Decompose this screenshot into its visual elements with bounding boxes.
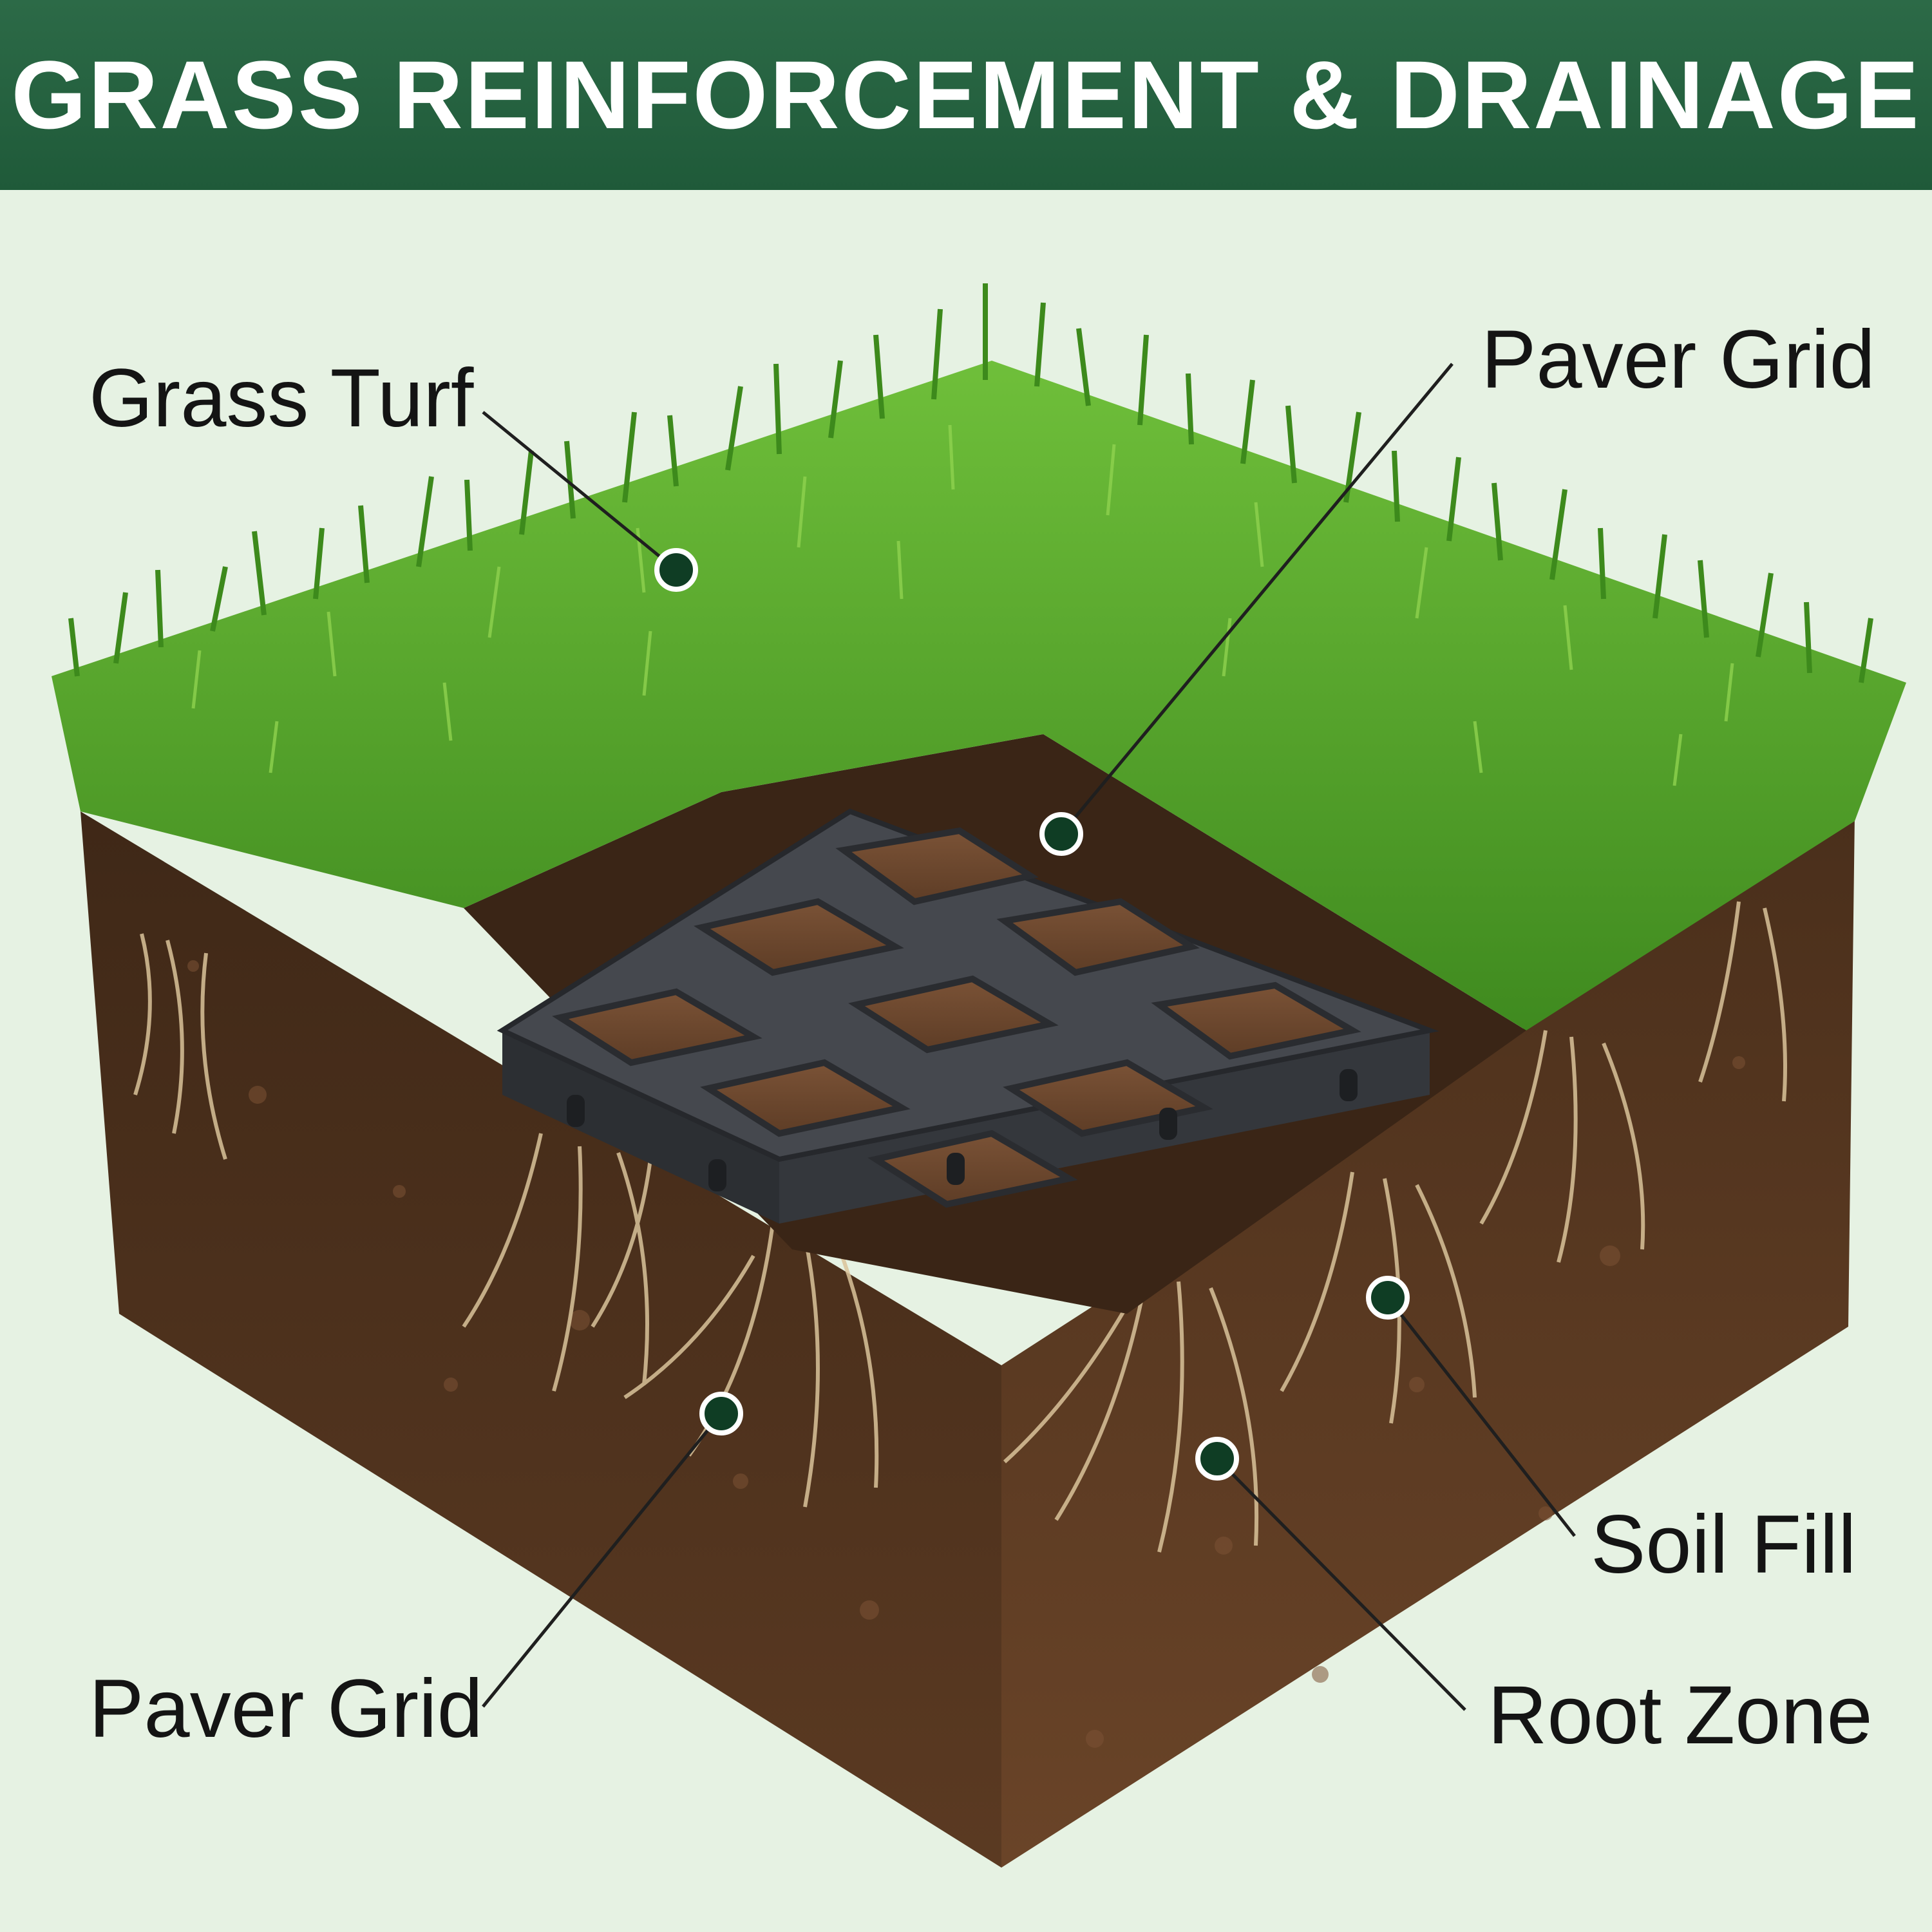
dot-grass-turf <box>654 548 698 592</box>
title-banner: GRASS REINFORCEMENT & DRAINAGE <box>0 0 1932 190</box>
leader-soil-fill <box>1387 1296 1576 1537</box>
label-paver-grid-top: Paver Grid <box>1481 314 1875 406</box>
leader-paver-grid-top <box>1060 363 1454 835</box>
grass-roots <box>133 901 1787 1553</box>
dot-paver-grid-bottom <box>699 1392 743 1435</box>
leader-grass-turf <box>482 411 677 571</box>
label-grass-turf: Grass Turf <box>89 352 474 444</box>
dot-root-zone <box>1195 1437 1239 1481</box>
page-title: GRASS REINFORCEMENT & DRAINAGE <box>11 41 1921 149</box>
label-paver-grid-bottom: Paver Grid <box>89 1663 483 1755</box>
grass-turf <box>52 283 1906 1030</box>
soil-left-face <box>80 811 1001 1868</box>
leader-paver-grid-bottom <box>482 1412 723 1708</box>
callout-dots <box>654 548 1410 1481</box>
soil-texture <box>187 960 1745 1748</box>
paver-grid <box>497 808 1439 1224</box>
label-root-zone: Root Zone <box>1488 1669 1873 1761</box>
leader-root-zone <box>1216 1457 1466 1711</box>
dot-soil-fill <box>1366 1276 1410 1320</box>
label-soil-fill: Soil Fill <box>1591 1499 1857 1591</box>
callout-leaders <box>482 363 1576 1711</box>
dot-paver-grid-top <box>1039 812 1083 856</box>
soil-right-face <box>1001 815 1855 1868</box>
